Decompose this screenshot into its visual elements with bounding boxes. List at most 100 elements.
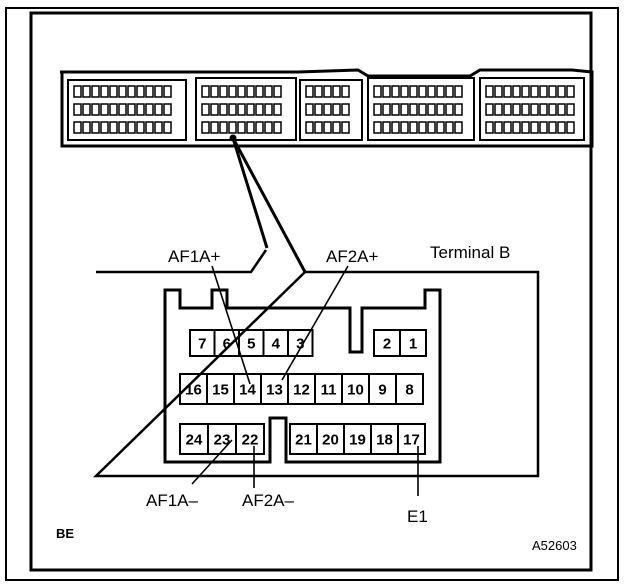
overview-cavity <box>332 103 341 116</box>
overview-cavity <box>341 85 350 98</box>
overview-cavity <box>314 85 323 98</box>
overview-cavity <box>445 85 454 98</box>
pin-label-3: 3 <box>296 336 304 353</box>
overview-cavity <box>332 121 341 134</box>
overview-cavity <box>163 121 172 134</box>
callout-e1: E1 <box>407 507 428 526</box>
overview-cavity <box>154 103 163 116</box>
overview-cavity <box>82 121 91 134</box>
corner-mark: BE <box>56 526 74 541</box>
overview-cavity <box>228 121 237 134</box>
overview-cavity <box>548 121 557 134</box>
overview-cavity <box>82 85 91 98</box>
overview-cavity <box>323 121 332 134</box>
callout-af2a-plus: AF2A+ <box>326 247 379 266</box>
overview-cavity <box>566 121 575 134</box>
callout-leaders <box>191 265 419 496</box>
pin-label-17: 17 <box>403 432 420 449</box>
overview-cavity <box>314 121 323 134</box>
overview-cavity <box>201 103 210 116</box>
overview-cavity <box>400 85 409 98</box>
callout-af1a-minus: AF1A– <box>146 491 199 510</box>
overview-cavity <box>163 103 172 116</box>
overview-cavity <box>118 103 127 116</box>
overview-cavity <box>454 121 463 134</box>
overview-cavity <box>323 103 332 116</box>
overview-cavity <box>273 103 282 116</box>
overview-cavity <box>210 85 219 98</box>
overview-cavity <box>521 103 530 116</box>
callout-af1a-plus: AF1A+ <box>168 247 221 266</box>
pin-label-6: 6 <box>223 336 231 353</box>
overview-cavity <box>109 103 118 116</box>
overview-cavity <box>512 103 521 116</box>
overview-cavity <box>418 121 427 134</box>
pin-label-15: 15 <box>212 382 229 399</box>
overview-cavity <box>409 103 418 116</box>
overview-cavity <box>210 121 219 134</box>
overview-cavity <box>530 121 539 134</box>
overview-cavity <box>246 85 255 98</box>
pin-label-14: 14 <box>239 382 256 399</box>
pin-label-5: 5 <box>247 336 255 353</box>
overview-cavity <box>145 103 154 116</box>
overview-cavity <box>400 103 409 116</box>
overview-cavity <box>539 121 548 134</box>
overview-cavity <box>530 85 539 98</box>
pin-label-1: 1 <box>409 336 417 353</box>
figure-code: A52603 <box>532 538 577 553</box>
overview-cavity <box>201 121 210 134</box>
overview-cavity <box>228 85 237 98</box>
overview-cavity <box>557 103 566 116</box>
overview-cavity <box>494 103 503 116</box>
pin-label-16: 16 <box>185 382 202 399</box>
overview-cavity <box>400 121 409 134</box>
overview-cavity <box>382 85 391 98</box>
terminal-b-connector-face <box>163 288 442 464</box>
overview-cavity <box>391 85 400 98</box>
overview-cavity <box>305 103 314 116</box>
overview-cavity <box>246 103 255 116</box>
overview-cavity <box>314 103 323 116</box>
overview-cavity <box>539 85 548 98</box>
pin-label-10: 10 <box>347 382 364 399</box>
overview-cavity <box>341 121 350 134</box>
overview-cavity <box>548 85 557 98</box>
overview-cavity <box>373 85 382 98</box>
pin-label-21: 21 <box>295 432 312 449</box>
terminal-b-title: Terminal B <box>430 243 510 262</box>
overview-cavity <box>391 121 400 134</box>
overview-cavity <box>237 85 246 98</box>
overview-cavity <box>521 121 530 134</box>
overview-cavity <box>255 121 264 134</box>
overview-cavity <box>521 85 530 98</box>
overview-cavity <box>109 85 118 98</box>
overview-cavity <box>264 103 273 116</box>
pin-cell-1 <box>399 329 427 357</box>
figure-inner-frame <box>29 11 593 572</box>
connector-leader-lines <box>229 134 307 273</box>
overview-cavity <box>418 85 427 98</box>
overview-cavity <box>566 103 575 116</box>
overview-cavity <box>246 121 255 134</box>
overview-cavity <box>409 121 418 134</box>
pin-label-19: 19 <box>349 432 366 449</box>
overview-cavity <box>445 103 454 116</box>
ecu-connector-overview <box>60 68 594 148</box>
overview-cavity <box>382 103 391 116</box>
overview-cavity <box>454 103 463 116</box>
overview-cavity <box>136 103 145 116</box>
overview-cavity <box>445 121 454 134</box>
overview-cavity <box>91 85 100 98</box>
overview-cavity <box>219 121 228 134</box>
overview-cavity <box>154 85 163 98</box>
overview-cavity <box>127 85 136 98</box>
overview-cavity <box>436 103 445 116</box>
overview-cavity <box>391 103 400 116</box>
overview-cavity <box>264 121 273 134</box>
pin-label-23: 23 <box>214 432 231 449</box>
overview-cavity <box>436 85 445 98</box>
overview-cavity <box>237 103 246 116</box>
overview-cavity <box>109 121 118 134</box>
